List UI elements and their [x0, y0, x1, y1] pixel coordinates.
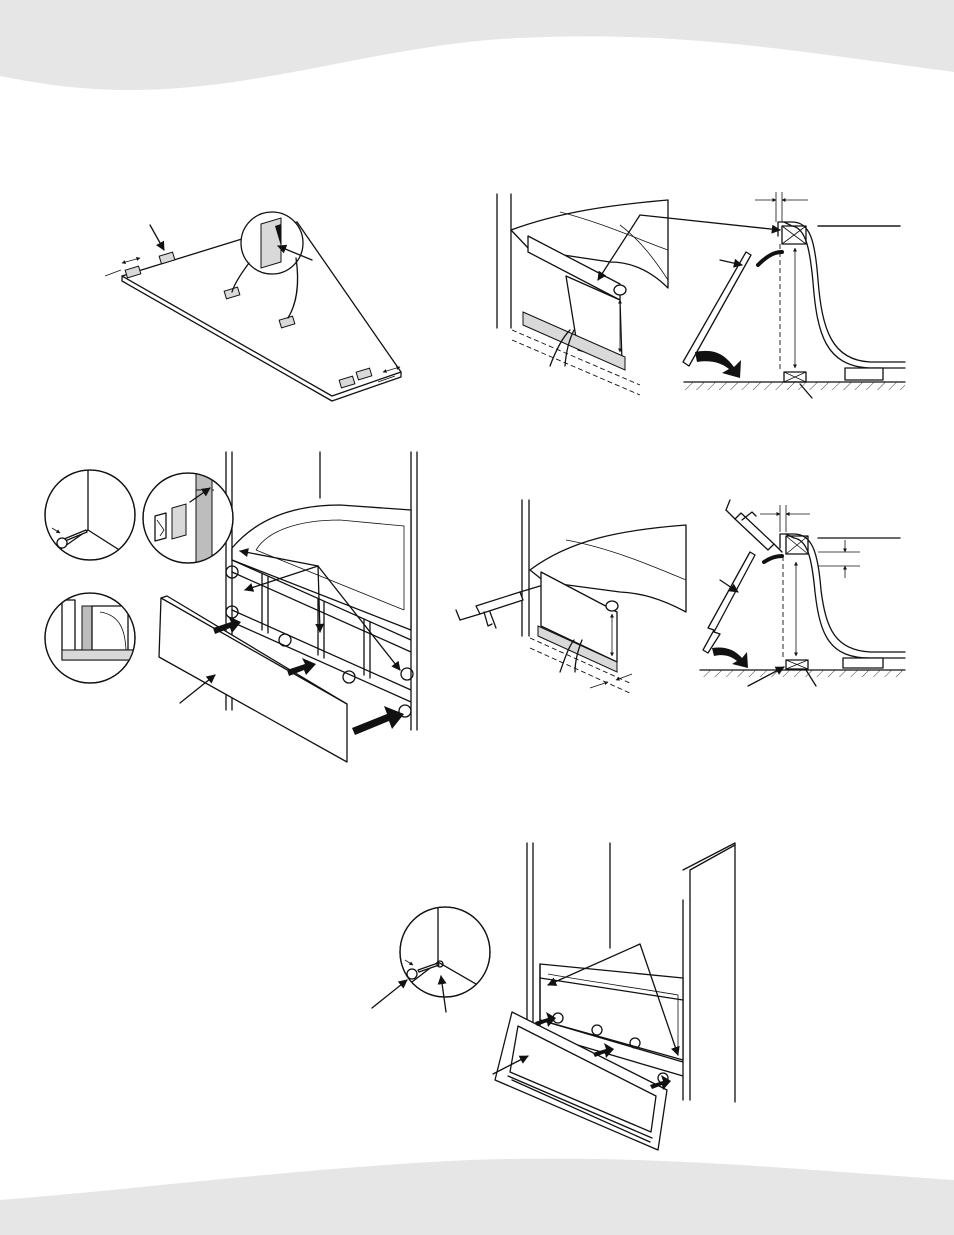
figure-tub-section-profile: [597, 192, 906, 399]
figure-caulk-application: [455, 499, 687, 695]
header-band: [0, 0, 954, 91]
figure-caulk-section-profile: [699, 499, 906, 687]
footer-band: [0, 1158, 954, 1235]
figure-panel-installation: [44, 451, 418, 763]
figure-access-panel-installation: [371, 842, 736, 1151]
figure-panel-with-fasteners: [104, 211, 402, 402]
figure-tub-side-cutaway: [496, 193, 669, 396]
